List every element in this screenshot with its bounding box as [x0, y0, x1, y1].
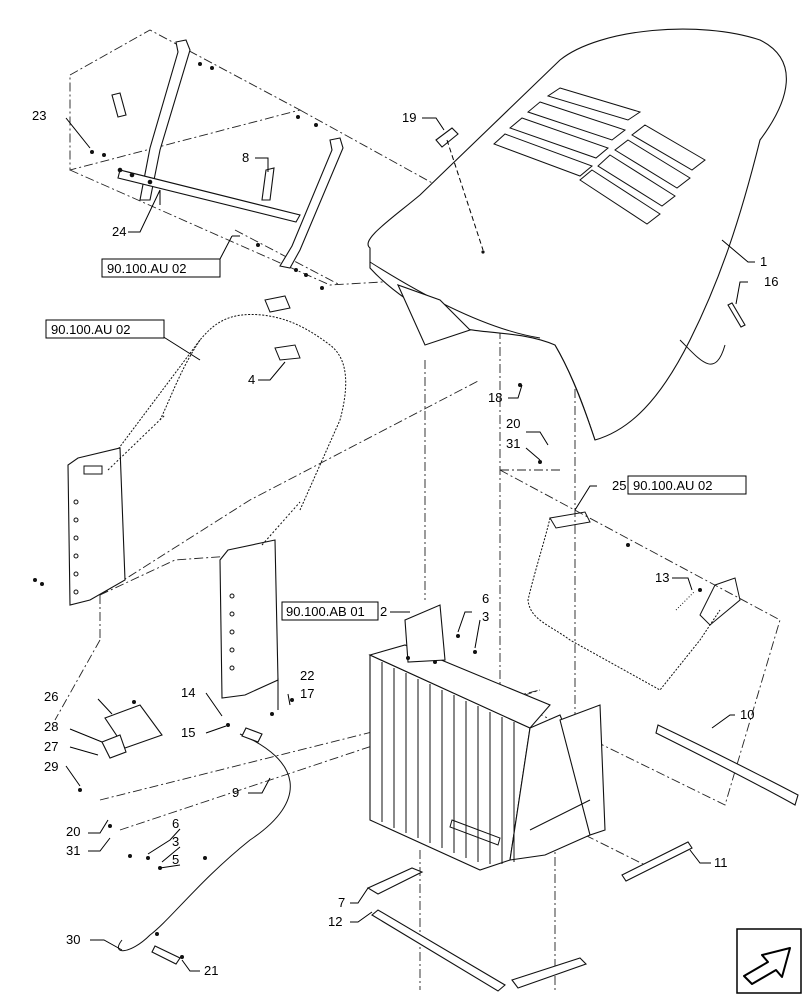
reference-label: 90.100.AU 02 — [107, 261, 187, 276]
callout-21: 21 — [204, 963, 218, 978]
previous-page-arrow-icon[interactable] — [736, 928, 802, 994]
seal-strip-10[interactable] — [655, 724, 799, 806]
right-bracket-13[interactable] — [675, 577, 741, 626]
callout-15: 15 — [181, 725, 195, 740]
seal-strip-7[interactable] — [366, 867, 424, 895]
callout-2: 2 — [380, 604, 387, 619]
callout-22: 22 — [300, 668, 314, 683]
reference-label: 90.100.AU 02 — [51, 322, 131, 337]
hood-latch-pin[interactable] — [727, 302, 746, 328]
small-hardware — [78, 383, 702, 959]
callout-6: 6 — [482, 591, 489, 606]
callout-3: 3 — [482, 609, 489, 624]
callout-20: 20 — [66, 824, 80, 839]
hood-hinge-bracket-upper[interactable] — [111, 39, 344, 269]
callout-24: 24 — [112, 224, 126, 239]
reference-box-top[interactable]: 90.100.AU 02 — [101, 235, 233, 278]
callout-18: 18 — [488, 390, 502, 405]
seal-strip-11[interactable] — [621, 841, 693, 882]
callout-25: 25 — [612, 478, 626, 493]
callout-labels: 1 2 3 3 4 5 6 6 7 8 9 10 11 12 13 14 15 … — [32, 108, 778, 978]
callout-6: 6 — [172, 816, 179, 831]
hood-vent-slots — [493, 87, 706, 225]
callout-20: 20 — [506, 416, 520, 431]
callout-19: 19 — [402, 110, 416, 125]
callout-29: 29 — [44, 759, 58, 774]
reference-label: 90.100.AU 02 — [633, 478, 713, 493]
callout-5: 5 — [172, 852, 179, 867]
callout-16: 16 — [764, 274, 778, 289]
leader-lines — [65, 117, 755, 972]
callout-13: 13 — [655, 570, 669, 585]
hood-emblem[interactable] — [435, 127, 459, 148]
callout-23: 23 — [32, 108, 46, 123]
callout-8: 8 — [242, 150, 249, 165]
reference-label: 90.100.AB 01 — [286, 604, 365, 619]
callout-12: 12 — [328, 914, 342, 929]
release-latch-assembly[interactable] — [101, 704, 291, 965]
gas-spring-bracket-right[interactable] — [219, 501, 301, 699]
callout-28: 28 — [44, 719, 58, 734]
gas-spring-bracket-left[interactable] — [67, 414, 166, 606]
right-support-frame[interactable] — [527, 511, 721, 691]
front-grille[interactable] — [368, 604, 606, 871]
callout-17: 17 — [300, 686, 314, 701]
callout-30: 30 — [66, 932, 80, 947]
callout-26: 26 — [44, 689, 58, 704]
hood-support-rod[interactable] — [109, 295, 347, 511]
seal-strip-12b[interactable] — [511, 957, 588, 989]
seal-strip-12[interactable] — [371, 909, 506, 992]
callout-3: 3 — [172, 834, 179, 849]
callout-10: 10 — [740, 707, 754, 722]
callout-11: 11 — [714, 855, 728, 870]
callout-4: 4 — [248, 372, 255, 387]
callout-9: 9 — [232, 785, 239, 800]
callout-7: 7 — [338, 895, 345, 910]
callout-14: 14 — [181, 685, 195, 700]
hinge-hardware — [90, 62, 324, 290]
callout-1: 1 — [760, 254, 767, 269]
callout-31: 31 — [66, 843, 80, 858]
callout-31: 31 — [506, 436, 520, 451]
reference-box-right-frame[interactable]: 90.100.AU 02 — [627, 475, 747, 495]
reference-box-support-rod[interactable]: 90.100.AU 02 — [45, 319, 165, 339]
reference-box-grille[interactable]: 90.100.AB 01 — [281, 601, 379, 621]
hood-panel[interactable] — [367, 28, 787, 441]
callout-27: 27 — [44, 739, 58, 754]
